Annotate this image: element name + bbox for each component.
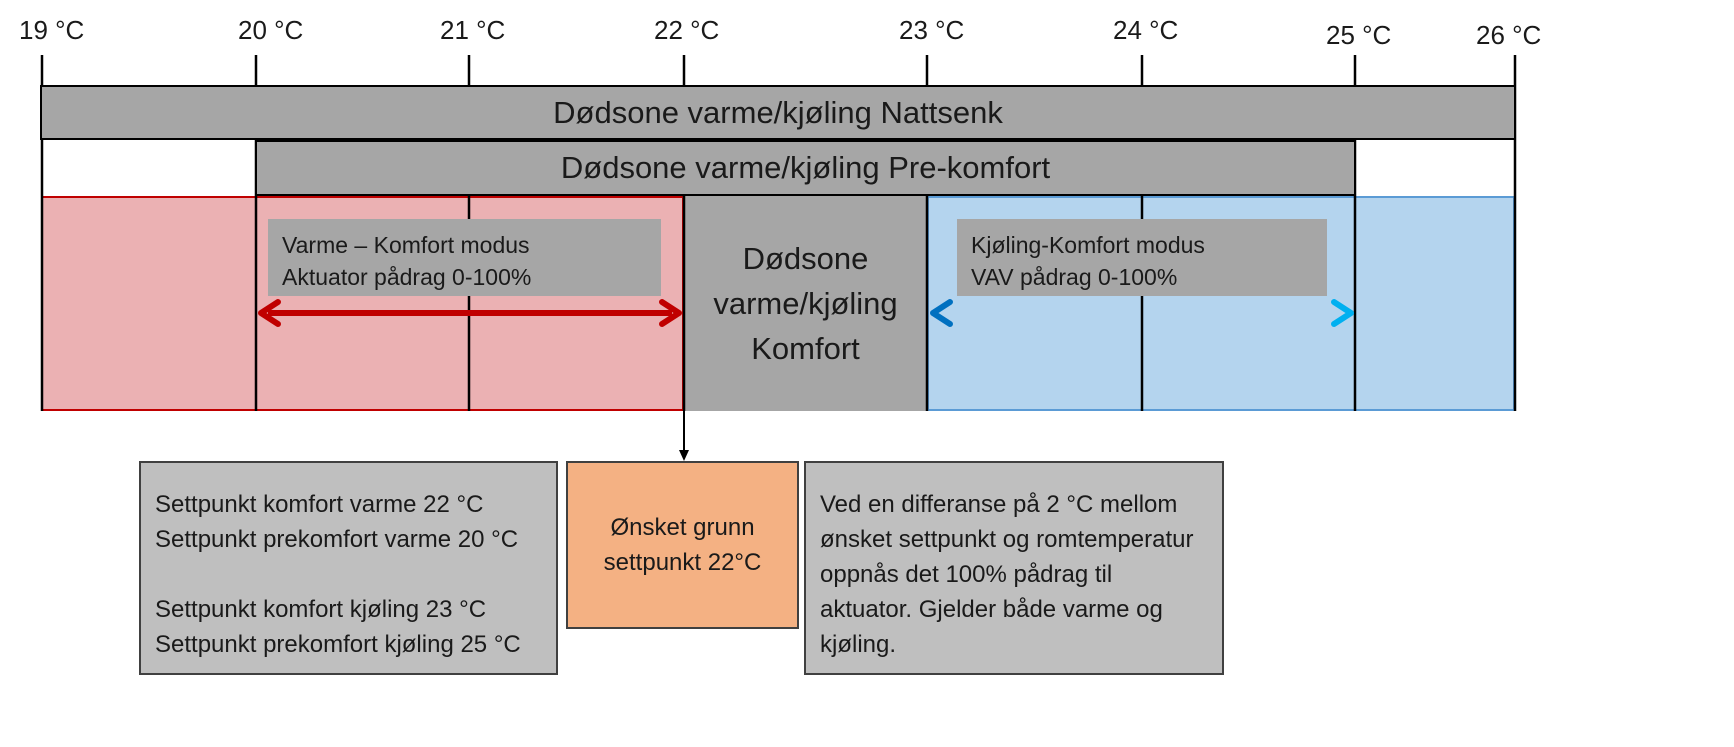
setpoints-note: Settpunkt komfort varme 22 °C Settpunkt … [139,461,558,675]
precomfort-label: Dødsone varme/kjøling Pre-komfort [560,150,1051,185]
tick-label-24: 24 °C [1113,15,1179,45]
night-setback-label: Dødsone varme/kjøling Nattsenk [553,94,1003,130]
explanation-note: Ved en differanse på 2 °C mellom ønsket … [804,461,1224,675]
setpoint-line: Settpunkt prekomfort kjøling 25 °C [155,631,521,658]
comfort-deadband-label: Dødsone varme/kjøling Komfort [684,196,927,411]
tick-label-21: 21 °C [440,15,506,45]
setpoint-line: Settpunkt komfort kjøling 23 °C [155,596,487,623]
explanation-line: Ved en differanse på 2 °C mellom [820,491,1178,518]
explanation-line: kjøling. [820,631,897,658]
setpoint-connector-arrow [679,411,689,461]
setpoint-line: Settpunkt prekomfort varme 20 °C [155,526,519,553]
setpoint-line: Settpunkt komfort varme 22 °C [155,491,484,518]
explanation-line: ønsket settpunkt og romtemperatur [820,526,1194,553]
explanation-line: oppnås det 100% pådrag til [820,561,1113,588]
explanation-line: aktuator. Gjelder både varme og [820,596,1163,623]
tick-label-25: 25 °C [1326,20,1392,50]
tick-label-23: 23 °C [899,15,965,45]
tick-label-20: 20 °C [238,15,304,45]
heating-mode-title: Varme – Komfort modus [282,232,530,258]
cooling-mode-output: VAV pådrag 0-100% [971,264,1178,290]
cooling-mode-box: Kjøling-Komfort modus VAV pådrag 0-100% [957,219,1327,296]
tick-label-19: 19 °C [19,15,85,45]
desired-setpoint-line1: Ønsket grunn [610,514,755,541]
comfort-deadband-line2: varme/kjøling [713,286,898,321]
comfort-deadband-line1: Dødsone [742,241,869,276]
comfort-deadband-line3: Komfort [751,331,860,366]
heating-mode-output: Aktuator pådrag 0-100% [282,264,532,290]
tick-label-22: 22 °C [654,15,720,45]
heating-range-arrow [258,299,682,327]
desired-setpoint-box: Ønsket grunn settpunkt 22°C [566,461,799,629]
comfort-deadband-zone [684,196,927,411]
night-setback-band: Dødsone varme/kjøling Nattsenk [40,85,1516,140]
desired-setpoint-line2: settpunkt 22°C [603,549,762,576]
heating-mode-box: Varme – Komfort modus Aktuator pådrag 0-… [268,219,661,296]
precomfort-band: Dødsone varme/kjøling Pre-komfort [255,140,1356,196]
cooling-mode-title: Kjøling-Komfort modus [971,232,1205,258]
setpoint-spacer [155,557,542,592]
tick-label-26: 26 °C [1476,20,1542,50]
cooling-range-arrow [930,299,1354,327]
